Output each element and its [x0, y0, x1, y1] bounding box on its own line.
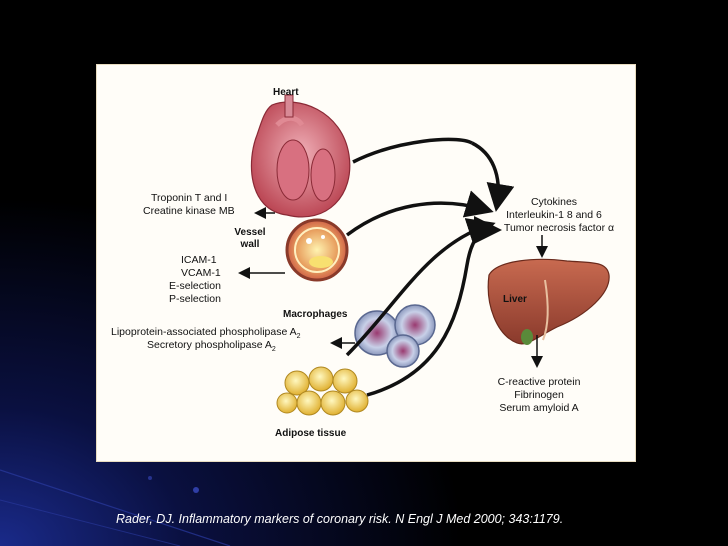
heart-illustration — [250, 94, 351, 218]
vessel-marker-3: E-selection — [169, 280, 221, 292]
liver-product-fibrinogen: Fibrinogen — [514, 389, 564, 401]
citation: Rader, DJ. Inflammatory markers of coron… — [116, 512, 564, 526]
heart-marker-2: Creatine kinase MB — [143, 205, 235, 217]
cytokine-interleukin: Interleukin-1 8 and 6 — [506, 209, 602, 221]
heart-marker-1: Troponin T and I — [151, 192, 228, 204]
macrophage-marker-1: Lipoprotein-associated phospholipase A2 — [111, 326, 301, 341]
vessel-marker-1: ICAM-1 — [181, 254, 217, 266]
cytokine-tnf: Tumor necrosis factor α — [503, 222, 615, 234]
liver-illustration — [487, 258, 610, 345]
adipose-tissue-label: Adipose tissue — [275, 428, 347, 439]
figure-illustrations — [238, 94, 610, 416]
adipose-illustration — [276, 366, 369, 416]
liver-product-saa: Serum amyloid A — [499, 402, 579, 414]
vessel-wall-label-line2: wall — [240, 239, 260, 250]
cytokines-heading: Cytokines — [530, 196, 578, 208]
macrophages-illustration — [354, 304, 436, 368]
liver-label: Liver — [503, 294, 527, 305]
heart-label: Heart — [273, 87, 299, 98]
macrophage-marker-2: Secretory phospholipase A2 — [147, 339, 276, 354]
vessel-wall-illustration — [285, 218, 349, 282]
vessel-wall-label-line1: Vessel — [234, 227, 266, 238]
macrophages-label: Macrophages — [283, 309, 348, 320]
vessel-marker-2: VCAM-1 — [181, 267, 221, 279]
liver-product-crp: C-reactive protein — [497, 376, 581, 388]
inflammatory-markers-figure: Heart Troponin T and I Creatine kinase M… — [96, 64, 636, 462]
vessel-marker-4: P-selection — [169, 293, 221, 305]
